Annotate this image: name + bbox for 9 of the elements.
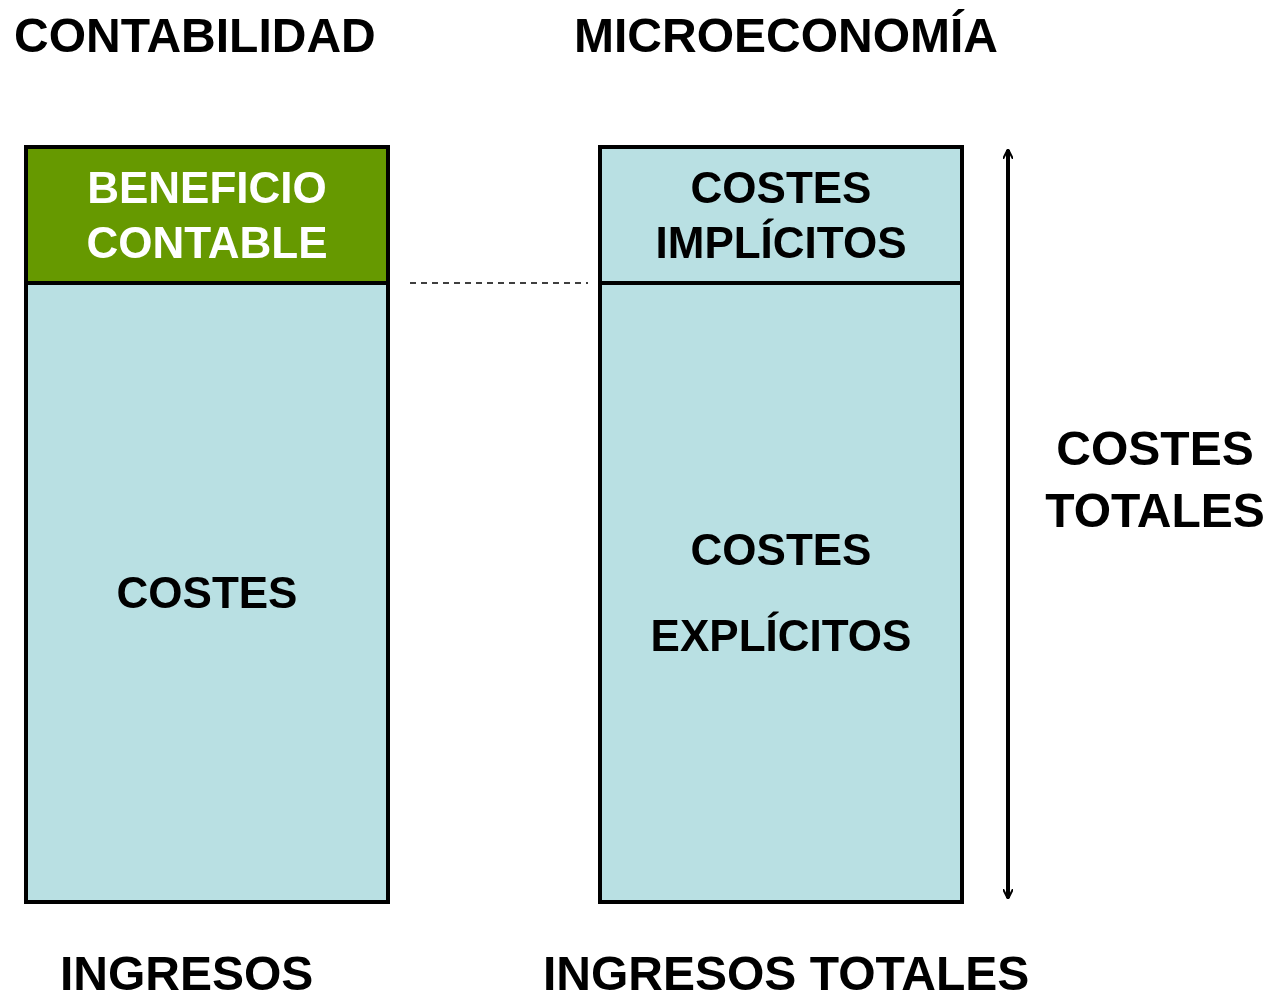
block-label: COSTES IMPLÍCITOS — [654, 162, 908, 269]
column-heading: CONTABILIDAD — [14, 8, 376, 63]
block-label: COSTES — [115, 567, 299, 619]
block-label: BENEFICIO CONTABLE — [85, 162, 329, 269]
bracket-label: COSTES TOTALES — [1044, 421, 1266, 540]
block-label: COSTES EXPLÍCITOS — [649, 523, 913, 662]
column-footer: INGRESOS — [60, 946, 314, 997]
column-footer: INGRESOS TOTALES — [543, 946, 1030, 997]
column-heading: MICROECONOMÍA — [574, 8, 998, 63]
